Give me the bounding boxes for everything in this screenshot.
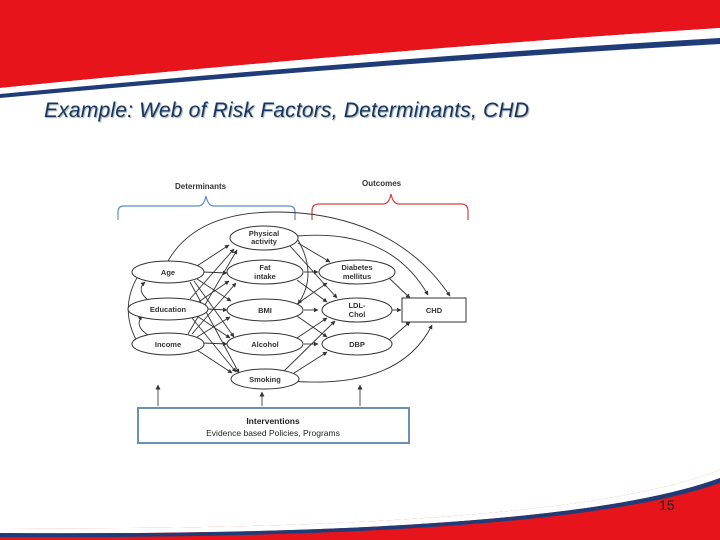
svg-text:Alcohol: Alcohol xyxy=(251,340,279,349)
svg-text:intake: intake xyxy=(254,272,276,281)
svg-text:Diabetes: Diabetes xyxy=(341,263,372,272)
top-white-swoosh xyxy=(0,28,720,94)
node-education: Education xyxy=(127,297,209,321)
top-navy-swoosh xyxy=(0,38,720,98)
edge-physical-activity-chd xyxy=(296,234,429,296)
node-chd: CHD xyxy=(401,297,467,323)
edge-education-age xyxy=(140,281,149,301)
edge-age-fat-intake xyxy=(202,270,228,276)
node-ldl-chol: LDL- Chol xyxy=(321,297,393,323)
outcomes-header: Outcomes xyxy=(362,179,402,188)
edge-smoking-dbp xyxy=(290,351,328,376)
interventions-arrows xyxy=(155,384,363,406)
edge-income-physical-activity xyxy=(187,249,238,335)
svg-text:Income: Income xyxy=(155,340,181,349)
edge-education-bmi xyxy=(206,307,228,313)
slide-title: Example: Web of Risk Factors, Determinan… xyxy=(44,99,530,122)
svg-text:Smoking: Smoking xyxy=(249,375,281,384)
edge-bmi-diabetes xyxy=(296,282,328,305)
svg-text:LDL-: LDL- xyxy=(348,301,366,310)
node-bmi: BMI xyxy=(226,298,304,322)
edge-income-smoking xyxy=(196,349,233,374)
node-age: Age xyxy=(131,260,205,284)
edge-smoking-ldl xyxy=(282,320,336,373)
edge-income-education xyxy=(137,315,149,336)
interventions-title: Interventions xyxy=(246,416,300,426)
node-physical-activity: Physical activity xyxy=(229,225,299,251)
outcomes-brace xyxy=(311,193,469,220)
edge-income-bmi xyxy=(196,316,231,338)
edge-physical-activity-bmi xyxy=(297,239,309,305)
svg-text:Fat: Fat xyxy=(259,263,271,272)
top-red-banner xyxy=(0,0,720,88)
node-dbp: DBP xyxy=(321,332,393,356)
svg-text:CHD: CHD xyxy=(426,306,443,315)
edge-age-chd xyxy=(167,211,451,297)
determinants-header: Determinants xyxy=(175,182,227,191)
svg-text:Education: Education xyxy=(150,305,187,314)
edge-smoking-chd xyxy=(289,324,433,383)
svg-text:Chol: Chol xyxy=(349,310,366,319)
bottom-red-banner xyxy=(0,470,720,540)
svg-text:activity: activity xyxy=(251,237,278,246)
edge-income-fat-intake xyxy=(191,282,237,335)
svg-text:BMI: BMI xyxy=(258,306,272,315)
node-diabetes-mellitus: Diabetes mellitus xyxy=(318,259,396,285)
edge-income-alcohol xyxy=(202,341,228,347)
node-smoking: Smoking xyxy=(230,368,300,390)
edge-age-physical-activity xyxy=(196,244,230,267)
page-number: 15 xyxy=(659,497,675,513)
svg-text:Physical: Physical xyxy=(249,229,279,238)
edge-alcohol-ldl xyxy=(296,317,328,339)
interventions-subtitle: Evidence based Policies, Programs xyxy=(206,428,340,438)
determinants-brace xyxy=(117,195,296,220)
edge-education-physical-activity xyxy=(189,248,235,300)
interventions-box: Interventions Evidence based Policies, P… xyxy=(137,407,410,444)
node-alcohol: Alcohol xyxy=(226,332,304,356)
edge-education-smoking xyxy=(191,317,237,373)
node-fat-intake: Fat intake xyxy=(226,259,304,285)
diagram-edges xyxy=(127,211,451,383)
edge-fat-intake-ldl xyxy=(296,279,328,303)
edge-dbp-chd xyxy=(388,321,411,341)
svg-text:DBP: DBP xyxy=(349,340,365,349)
svg-text:Age: Age xyxy=(161,268,175,277)
node-income: Income xyxy=(131,332,205,356)
edge-diabetes-chd xyxy=(388,277,411,299)
edge-physical-activity-diabetes xyxy=(297,242,331,263)
svg-text:mellitus: mellitus xyxy=(343,272,371,281)
